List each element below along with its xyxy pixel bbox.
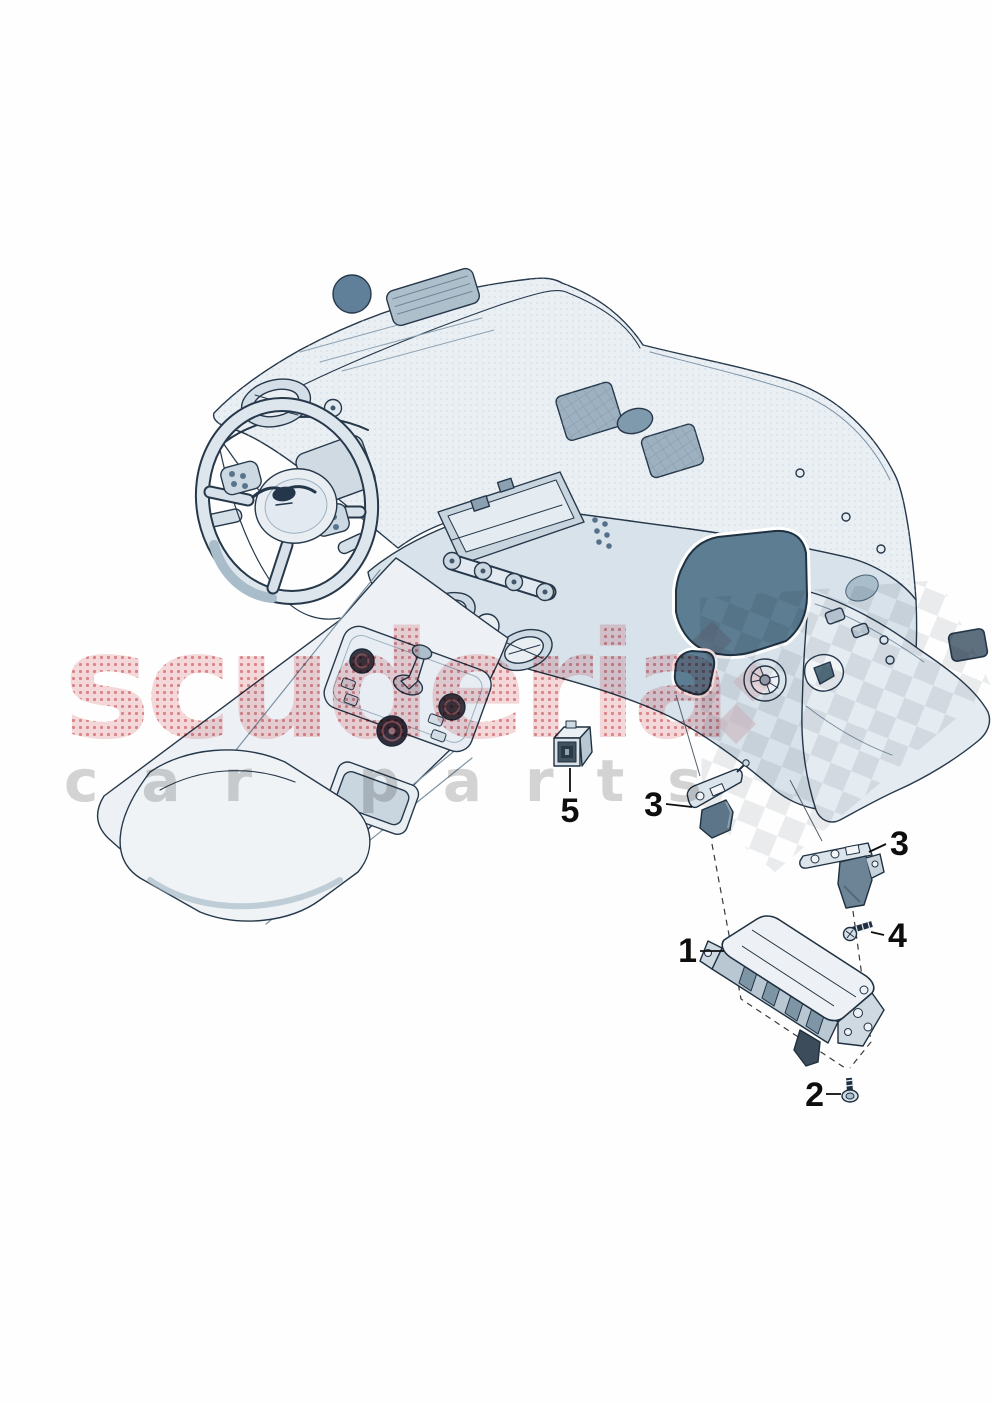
console-button (343, 693, 359, 707)
dash-screw-dot (876, 544, 886, 554)
bracket-part-left (686, 759, 750, 839)
glovebox-shelf-line (451, 504, 563, 541)
callout-2[interactable]: 2 (805, 1076, 841, 1114)
callout-3-right[interactable]: 3 (868, 825, 909, 863)
airbag-foot (793, 1029, 821, 1067)
screw-part-lower (841, 1077, 859, 1103)
dash-screw-dot (841, 512, 851, 522)
callout-3-left[interactable]: 3 (644, 786, 693, 824)
armrest-shade (147, 877, 343, 910)
dash-screw-dot (795, 468, 805, 478)
callout-3-right-label[interactable]: 3 (890, 825, 909, 863)
glovebox-block (496, 477, 515, 493)
airbag-cushion (721, 915, 875, 1022)
callout-5-label[interactable]: 5 (561, 792, 580, 830)
assembly-lines (675, 694, 872, 1069)
callouts: 1 2 3 3 4 5 (561, 768, 909, 1114)
callout-1[interactable]: 1 (678, 932, 724, 970)
console-button (340, 677, 356, 691)
glovebox-block (470, 495, 491, 512)
rim-shade (209, 540, 277, 603)
airbag-unit-part (699, 915, 885, 1067)
console-button (430, 729, 447, 743)
pod-buttons (229, 471, 248, 489)
tweeter-icon (616, 407, 654, 435)
console-button (427, 713, 444, 727)
glovebox-inner (447, 479, 575, 553)
callout-4[interactable]: 4 (870, 917, 907, 955)
fastener-dots (592, 517, 612, 549)
callout-5[interactable]: 5 (561, 768, 580, 830)
windshield-lip-line (229, 289, 641, 425)
callout-4-label[interactable]: 4 (888, 917, 907, 955)
bracket-part-right (799, 842, 885, 909)
cushion-crease (741, 929, 857, 1007)
shifter-knob (411, 644, 433, 660)
callout-3-left-label[interactable]: 3 (644, 786, 663, 824)
dash-edge-line (649, 351, 891, 481)
top-vent-band (385, 267, 481, 327)
callout-2-label[interactable]: 2 (805, 1076, 824, 1114)
switch-part (553, 720, 593, 767)
screw-part-upper (842, 921, 873, 942)
console-knob (349, 648, 375, 674)
heater-knobs (442, 551, 555, 602)
dashed-guide-left (711, 843, 846, 1069)
dashed-guide-right (849, 910, 872, 1069)
checkered-flag-watermark (692, 580, 992, 872)
winged-logo-icon (251, 485, 317, 506)
console-knob (438, 693, 466, 721)
steering-wheel (194, 397, 380, 605)
loose-parts (553, 720, 885, 1103)
armrest-seam (159, 770, 296, 791)
speaker-icon (332, 274, 372, 314)
armrest (119, 749, 371, 922)
dashboard-illustration (97, 267, 991, 925)
heater-strip (445, 555, 555, 599)
callout-1-label[interactable]: 1 (678, 932, 697, 970)
vent-vanes (506, 642, 543, 659)
